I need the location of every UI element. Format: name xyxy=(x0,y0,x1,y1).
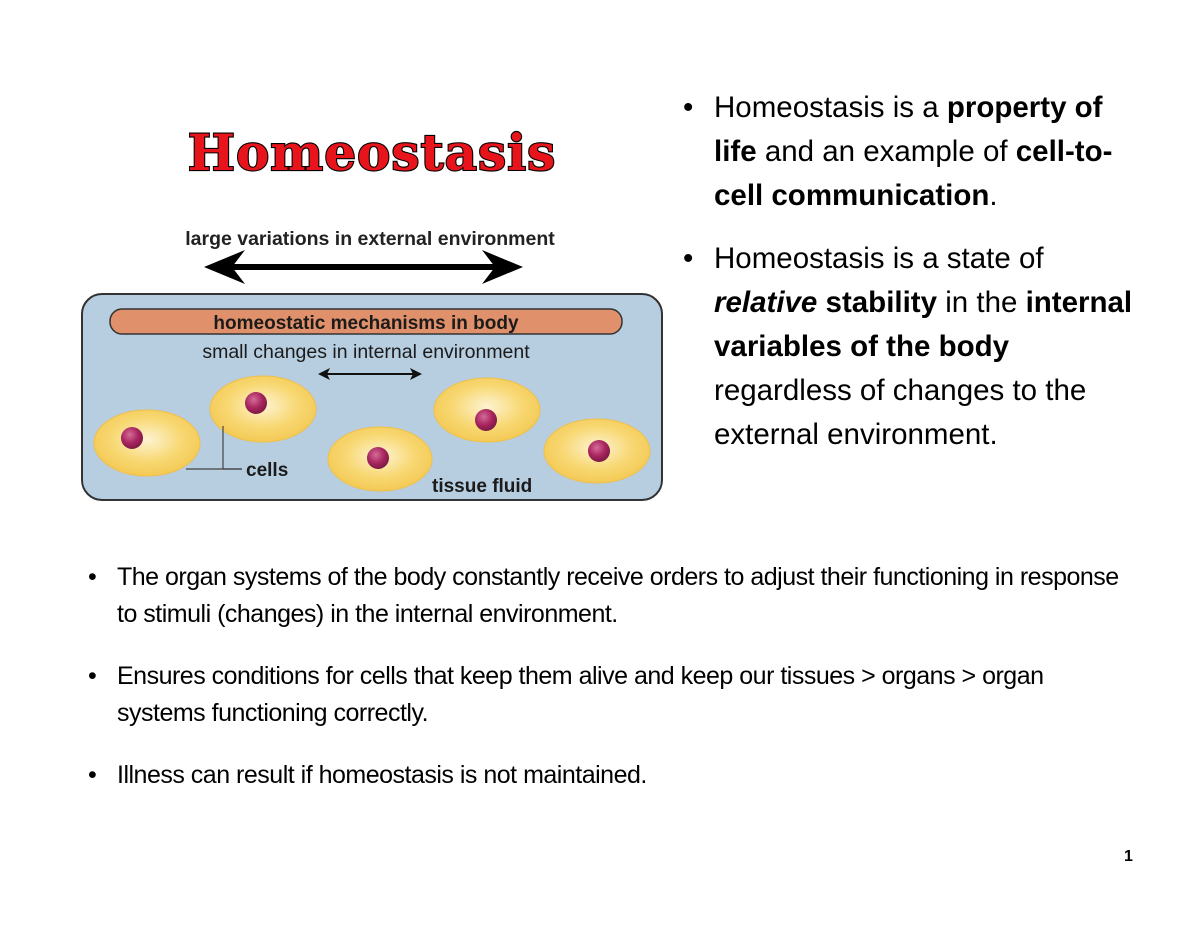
bottom-bullet-item: • Illness can result if homeostasis is n… xyxy=(88,757,1128,794)
cell xyxy=(209,375,317,443)
small-double-arrow-icon xyxy=(318,368,422,380)
large-double-arrow-icon xyxy=(204,250,523,284)
bottom-bullet-list: • The organ systems of the body constant… xyxy=(88,559,1128,819)
bullet-icon: • xyxy=(88,563,97,591)
bottom-bullet-item: • The organ systems of the body constant… xyxy=(88,559,1128,633)
bullet-icon: • xyxy=(683,91,694,124)
bottom-bullet-item: • Ensures conditions for cells that keep… xyxy=(88,658,1128,732)
cells-label: cells xyxy=(246,460,288,481)
cell xyxy=(93,409,201,477)
mechanism-bar xyxy=(109,308,623,335)
right-bullet-item: • Homeostasis is a property of life and … xyxy=(683,86,1153,218)
internal-environment-label: small changes in internal environment xyxy=(202,341,530,363)
body-box xyxy=(81,293,663,501)
diagram-title: Homeostasis xyxy=(188,123,557,182)
right-bullet-item: • Homeostasis is a state of relative sta… xyxy=(683,237,1153,457)
cell xyxy=(543,418,651,484)
bullet-icon: • xyxy=(88,662,97,690)
homeostasis-diagram: Homeostasis large variations in external… xyxy=(80,110,665,505)
right-bullet-list: • Homeostasis is a property of life and … xyxy=(683,86,1153,476)
tissue-fluid-label: tissue fluid xyxy=(432,476,532,497)
page-number: 1 xyxy=(1124,848,1133,865)
cell xyxy=(433,377,541,443)
mechanism-label: homeostatic mechanisms in body xyxy=(213,313,519,334)
cells-leader-lines xyxy=(186,426,242,470)
cell xyxy=(327,426,433,492)
bullet-icon: • xyxy=(88,761,97,789)
bullet-icon: • xyxy=(683,242,694,275)
external-environment-label: large variations in external environment xyxy=(185,228,555,250)
